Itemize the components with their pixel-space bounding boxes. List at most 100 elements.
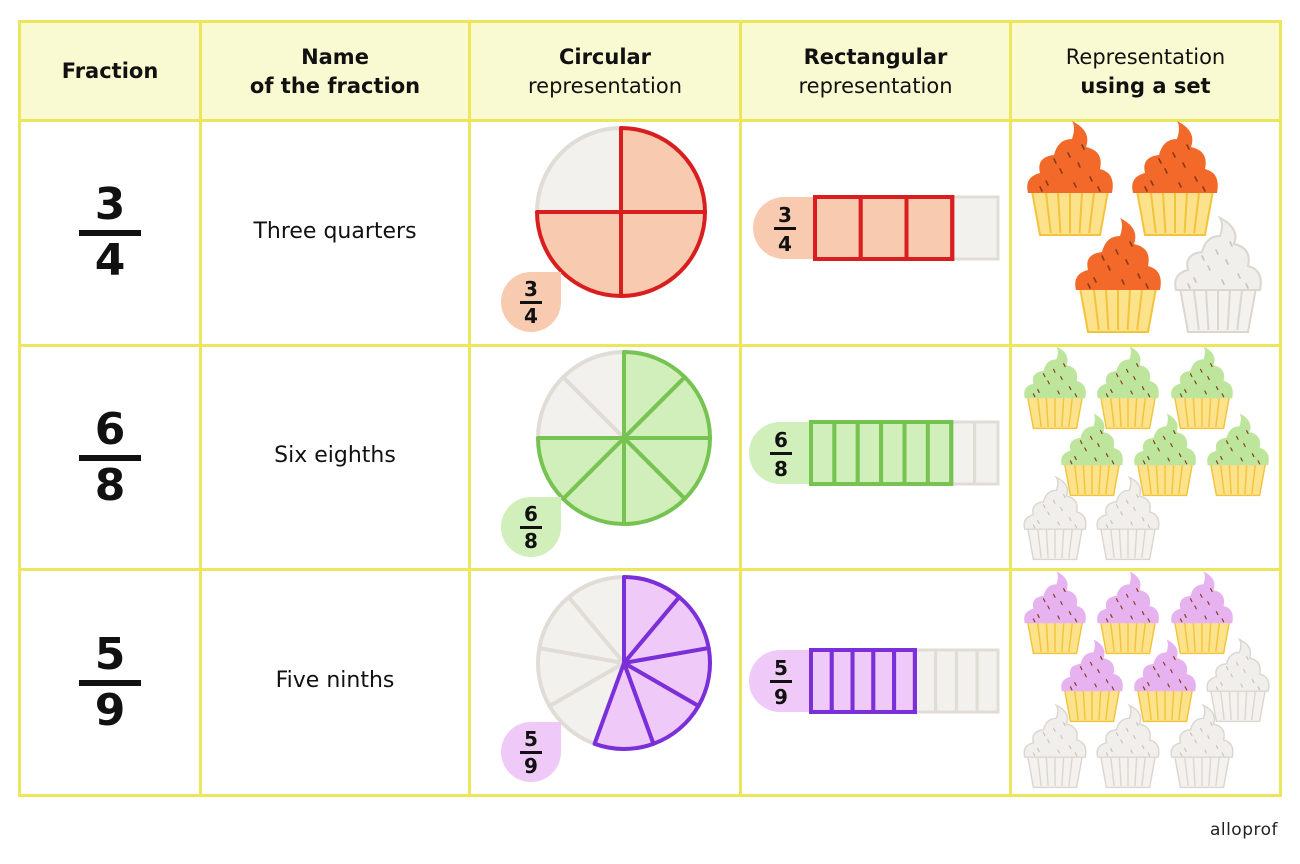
sprinkle [1210, 722, 1213, 727]
rect-badge-bar [770, 452, 792, 455]
rect-segment-unshaded [934, 648, 958, 714]
wrapper-line [1251, 691, 1256, 721]
wrapper-line [1061, 398, 1065, 428]
sprinkle [1039, 186, 1043, 192]
numerator: 3 [94, 179, 126, 230]
sprinkle [1240, 457, 1243, 462]
sprinkle [1130, 615, 1133, 620]
sprinkle [1047, 511, 1050, 516]
wrapper-line [1088, 192, 1095, 234]
rect-shaded-outline [809, 648, 917, 714]
sprinkle [1193, 277, 1197, 283]
sprinkle [1121, 279, 1125, 285]
rect-shaded-outline [809, 420, 954, 486]
sprinkle [1100, 430, 1103, 435]
sprinkle [1225, 666, 1229, 671]
wrapper-line [1045, 398, 1049, 428]
sprinkle [1215, 686, 1219, 691]
sprinkle [1152, 666, 1156, 671]
wrapper-line [1105, 691, 1110, 721]
sprinkle [1125, 499, 1129, 504]
sprinkle [1042, 598, 1046, 603]
sprinkle [1186, 144, 1190, 150]
sprinkle [1052, 727, 1056, 732]
sprinkle [1246, 430, 1249, 435]
sprinkle [1257, 686, 1261, 691]
sprinkle [1204, 390, 1207, 395]
sprinkle [1133, 376, 1136, 381]
cupcake-icon [1207, 413, 1269, 497]
column-divider [199, 23, 202, 794]
sprinkle [1074, 393, 1078, 398]
wrapper-line [1110, 623, 1115, 653]
rect-segment-unshaded [950, 195, 1000, 261]
sprinkle [1147, 752, 1151, 757]
rectangular-representation: 59 [749, 648, 1000, 714]
wrapper-line [1228, 691, 1232, 721]
cupcake-plain-icon [1096, 475, 1160, 561]
wrapper-line [1171, 465, 1175, 495]
cupcake-icon [1061, 639, 1123, 723]
wrapper-line [1134, 398, 1138, 428]
sprinkle [1184, 613, 1187, 619]
set-representation [1023, 346, 1269, 561]
sprinkle [1032, 752, 1036, 757]
sprinkle [1243, 669, 1246, 674]
sprinkle [1094, 683, 1097, 688]
wrapper-line [1208, 623, 1212, 653]
sprinkle [1032, 524, 1036, 529]
wrapper-line [1098, 465, 1102, 495]
sprinkle [1084, 447, 1087, 452]
sprinkle [1133, 507, 1136, 512]
wrapper-line [1141, 529, 1146, 559]
sprinkle [1120, 739, 1123, 744]
rect-shaded-outline [813, 195, 955, 261]
cupcake-icon [1134, 639, 1196, 723]
sprinkle [1184, 460, 1188, 465]
rect-segment-shaded [904, 195, 955, 261]
wrapper-line [1192, 623, 1196, 653]
alloprof-logo: alloprof [1209, 820, 1278, 840]
sprinkle [1178, 182, 1182, 188]
wrapper-line [1183, 192, 1188, 234]
header-rect-line1: Rectangular [803, 44, 948, 69]
sprinkle [1144, 186, 1148, 192]
wrapper-line [1193, 289, 1200, 331]
sprinkle [1130, 390, 1133, 395]
wrapper-line [1205, 289, 1210, 331]
fraction-name: Three quarters [253, 219, 417, 244]
sprinkle [1074, 681, 1077, 687]
sprinkle [1115, 732, 1119, 737]
fraction-bar [79, 455, 141, 461]
sprinkle [1097, 669, 1100, 674]
numerator: 6 [94, 404, 126, 455]
wrapper-line [1244, 691, 1248, 721]
wrapper-line [1061, 529, 1065, 559]
sprinkle [1194, 176, 1198, 182]
header-rect-line2: representation [798, 73, 953, 98]
pie-slice [592, 661, 656, 751]
sprinkle [1189, 373, 1193, 378]
sprinkle [1037, 613, 1040, 619]
sprinkle [1141, 386, 1145, 391]
header-fraction: Fraction [21, 23, 199, 120]
sprinkle [1125, 368, 1129, 373]
sprinkle [1069, 460, 1073, 465]
fraction-name: Six eighths [274, 443, 396, 468]
wrapper-line [1147, 465, 1152, 495]
sprinkle [1189, 732, 1193, 737]
sprinkle [1179, 618, 1183, 623]
cupcake-plain-icon [1170, 703, 1234, 789]
sprinkle [1179, 752, 1183, 757]
sprinkle [1063, 363, 1066, 368]
sprinkle [1120, 605, 1123, 610]
sprinkle [1089, 176, 1093, 182]
sprinkle [1230, 673, 1233, 678]
wrapper-line [1192, 398, 1196, 428]
set-representation [1023, 571, 1270, 789]
cupcake-icon [1134, 413, 1196, 497]
sprinkle [1207, 376, 1210, 381]
wrapper-line [1228, 465, 1232, 495]
badge-numerator: 3 [524, 277, 538, 301]
sprinkle [1162, 435, 1166, 440]
